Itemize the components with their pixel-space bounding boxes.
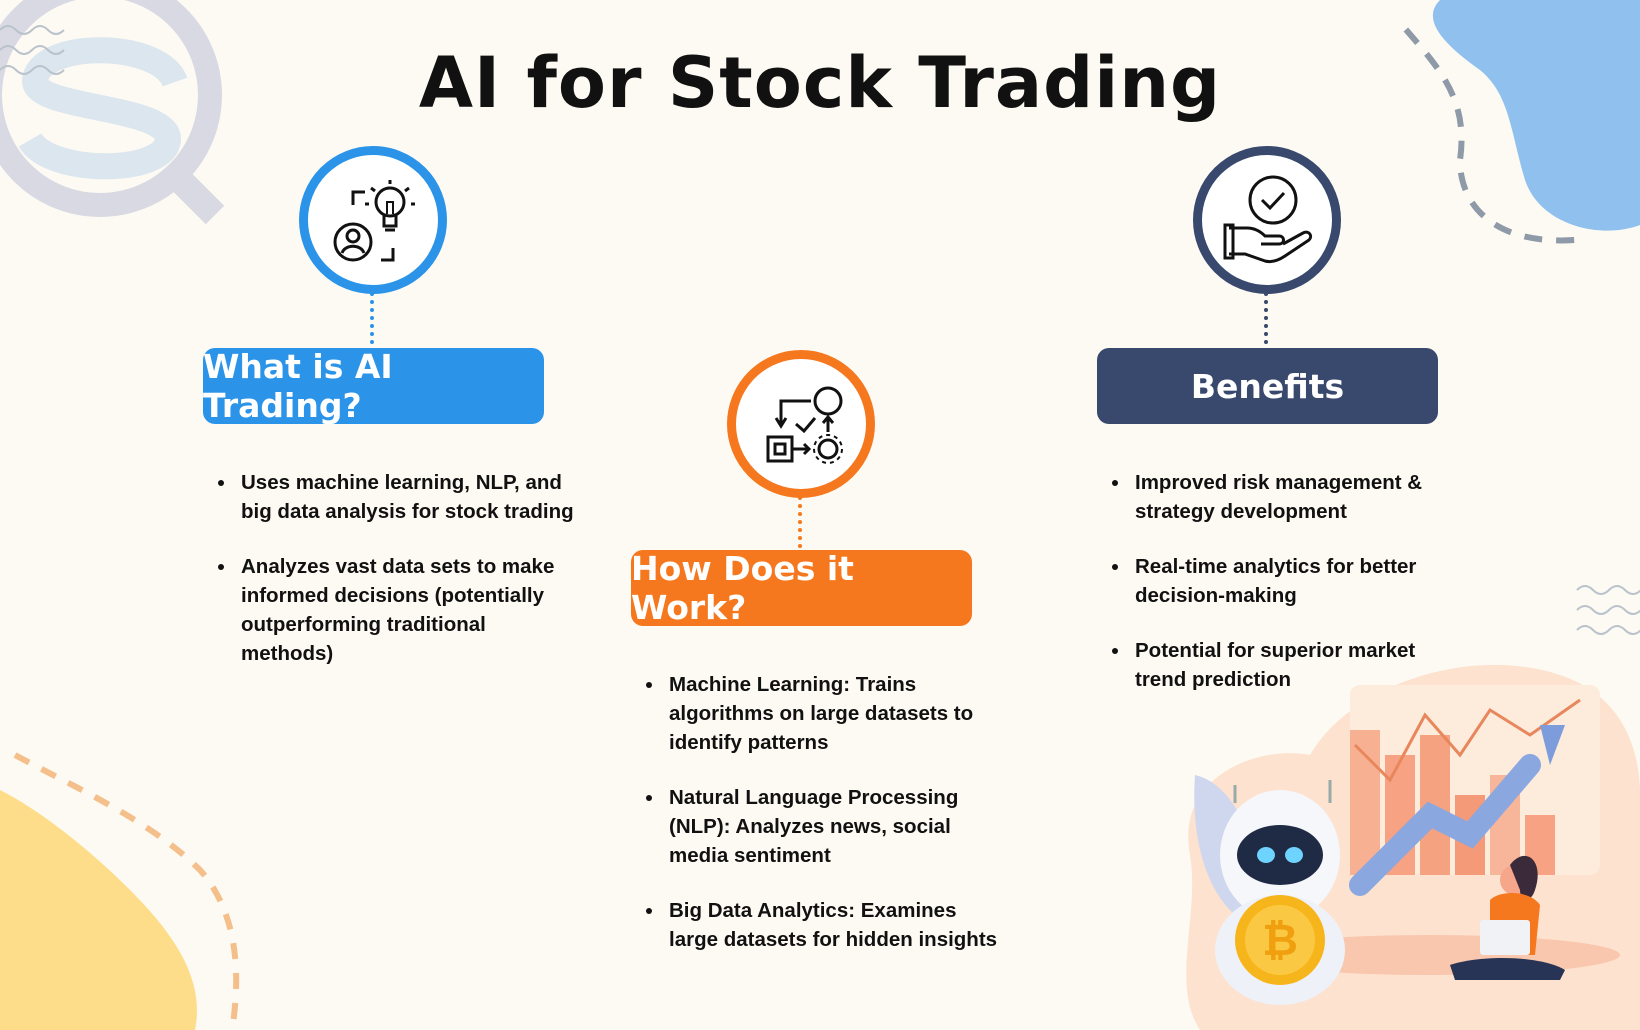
icon-circle-what-is-ai: [299, 146, 447, 294]
svg-text:₿: ₿: [1262, 915, 1298, 966]
icon-circle-how-does-it-work: [727, 350, 875, 498]
list-item: Uses machine learning, NLP, and big data…: [237, 468, 577, 526]
how-does-it-work-bullet-list: Machine Learning: Trains algorithms on l…: [641, 670, 1005, 980]
list-item: Improved risk management & strategy deve…: [1131, 468, 1451, 526]
heading-what-is-ai-trading: What is AI Trading?: [203, 347, 544, 425]
list-item: Big Data Analytics: Examines large datas…: [665, 896, 1005, 954]
list-item: Machine Learning: Trains algorithms on l…: [665, 670, 1005, 757]
yellow-blob-decoration: [0, 752, 240, 1030]
hand-check-icon: [1223, 175, 1313, 264]
list-item: Analyzes vast data sets to make informed…: [237, 552, 577, 668]
blue-blob-decoration: [1400, 0, 1640, 244]
icon-circle-benefits: [1193, 146, 1341, 294]
list-item: Real-time analytics for better decision-…: [1131, 552, 1451, 610]
wave-lines-decoration: [1576, 585, 1640, 635]
connector-what-is-ai: [370, 292, 374, 344]
person-with-laptop: [1450, 855, 1565, 980]
list-item: Natural Language Processing (NLP): Analy…: [665, 783, 1005, 870]
logo-watermark: [0, 0, 225, 225]
page-title: AI for Stock Trading: [418, 42, 1222, 124]
benefits-bullet-list: Improved risk management & strategy deve…: [1107, 468, 1451, 720]
connector-how-does-it-work: [798, 496, 802, 548]
heading-benefits: Benefits: [1097, 348, 1438, 424]
robot-trading-illustration: ₿: [1186, 664, 1640, 1030]
connector-benefits: [1264, 292, 1268, 344]
what-is-ai-bullet-list: Uses machine learning, NLP, and big data…: [213, 468, 577, 694]
bitcoin-coin: ₿: [1235, 895, 1325, 985]
process-flow-icon: [766, 386, 843, 464]
heading-how-does-it-work: How Does it Work?: [631, 549, 972, 627]
idea-person-icon: [333, 180, 415, 262]
list-item: Potential for superior market trend pred…: [1131, 636, 1451, 694]
